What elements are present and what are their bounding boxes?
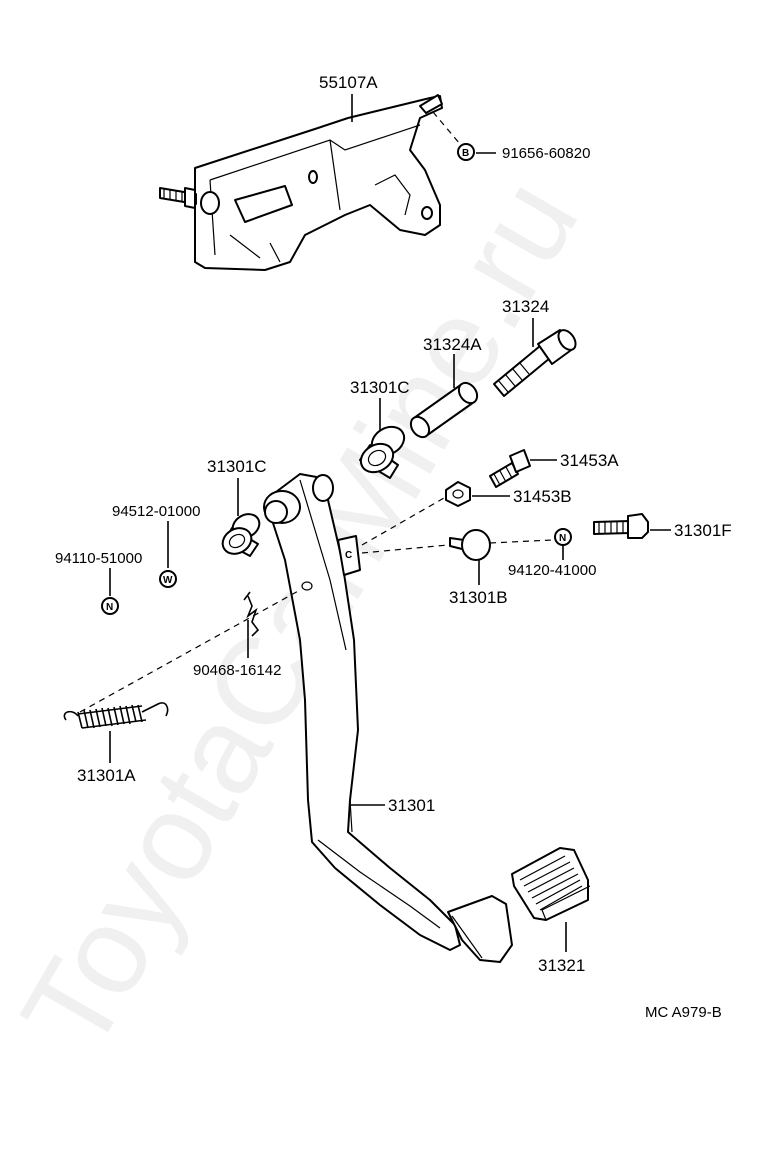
diagram-code: MC A979-B — [645, 1004, 722, 1021]
marker-C: C — [345, 550, 352, 561]
clip-drawing — [243, 591, 260, 637]
label-90468-16142: 90468-16142 — [193, 662, 281, 679]
label-31453B: 31453B — [513, 487, 572, 506]
bracket-drawing — [159, 94, 443, 271]
nut-right-marker-icon — [554, 528, 572, 546]
label-31301A: 31301A — [77, 766, 136, 785]
bolt-drawing — [493, 329, 577, 397]
pedal-lever-drawing: C — [263, 473, 513, 963]
label-31301F: 31301F — [674, 521, 732, 540]
marker-W: W — [163, 575, 173, 586]
label-94120-41000: 94120-41000 — [508, 562, 596, 579]
label-94512-01000: 94512-01000 — [112, 503, 200, 520]
bushing-left-drawing — [221, 513, 261, 557]
marker-N-right: N — [559, 533, 566, 544]
label-91656-60820: 91656-60820 — [502, 145, 590, 162]
stopper-screw-drawing — [489, 449, 531, 488]
label-55107A: 55107A — [319, 73, 378, 92]
label-31453A: 31453A — [560, 451, 619, 470]
stopper-nut-drawing — [445, 481, 471, 507]
label-31301B: 31301B — [449, 588, 508, 607]
label-94110-51000: 94110-51000 — [55, 550, 142, 567]
marker-N-left: N — [106, 602, 113, 613]
nut-left-marker-icon — [101, 597, 119, 615]
bushing-right-drawing — [359, 425, 406, 479]
washer-marker-icon — [159, 570, 177, 588]
label-31301C-left: 31301C — [207, 457, 267, 476]
pedal-pad-drawing — [511, 847, 591, 921]
marker-B: B — [462, 148, 469, 159]
label-31324A: 31324A — [423, 335, 482, 354]
spring-drawing — [63, 702, 169, 729]
stopper-bolt-drawing — [593, 513, 649, 539]
collar-drawing — [409, 381, 479, 439]
stopper-cushion-drawing — [449, 529, 491, 561]
label-31324: 31324 — [502, 297, 549, 316]
label-31301C-right: 31301C — [350, 378, 410, 397]
bolt-marker-icon — [457, 143, 475, 161]
label-31321: 31321 — [538, 956, 585, 975]
label-31301: 31301 — [388, 796, 435, 815]
